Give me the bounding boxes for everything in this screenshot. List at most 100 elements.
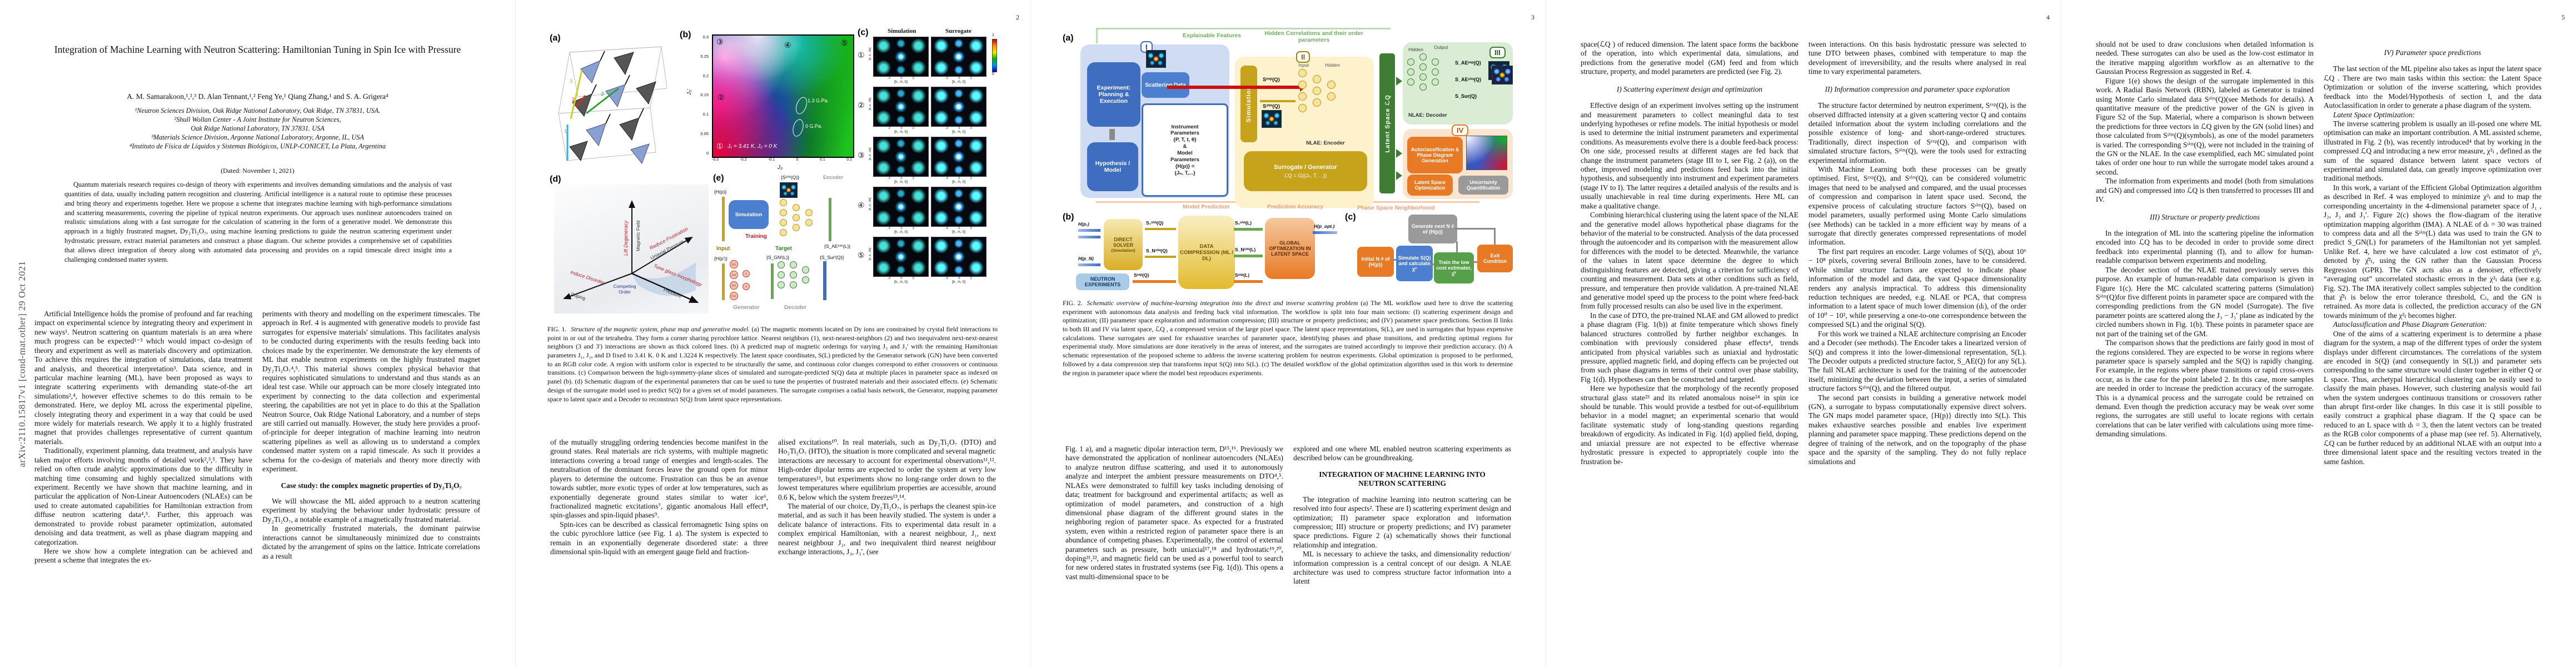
decoder-output-label: Output <box>1434 44 1448 50</box>
decoded-thumbnail-2 <box>1492 66 1513 84</box>
map-marker-2: ② <box>718 93 725 102</box>
scattering-row: ② [k, k, -2k] -2 0 2 [h, -h, 0] -2 0 <box>858 87 991 134</box>
map-x-label: J₃ <box>778 165 783 171</box>
uncertainty-quantification-box: Uncertainty Quantification <box>1458 176 1508 195</box>
exit-condition-box: Exit Condition <box>1477 245 1513 272</box>
scattering-row: ⑤ [k, k, -2k] -2 0 2 [h, -h, 0] -2 0 <box>858 237 991 284</box>
hypothesis-box: Hypothesis / Model <box>1087 142 1138 191</box>
y-tick: 0.1 <box>702 112 709 117</box>
x-label: [h, -h, 0] <box>952 130 965 134</box>
simulation-panel: -2 0 2 [h, -h, 0] <box>873 37 929 84</box>
paper-title: Integration of Machine Learning with Neu… <box>54 44 461 55</box>
paragraph: In the integration of ML into the scatte… <box>2096 229 2314 265</box>
s1l-label: S₁ˢⁱᵐ(L) <box>1235 220 1252 226</box>
decoder-network-icon <box>778 261 809 288</box>
simulation-vertical-box: Simulation <box>1240 66 1257 142</box>
ssimq-label: {Sˢⁱᵐ(Q)} <box>781 175 799 180</box>
hopt-arrow <box>1313 231 1337 234</box>
section-3-badge: III <box>1489 47 1506 58</box>
row-marker: ③ <box>858 151 865 160</box>
fig1-panel-b-label: (b) <box>680 30 691 39</box>
sexpl-label: Sᵉˣᵖ(L) <box>1235 272 1250 278</box>
x-label: [h, -h, 0] <box>952 180 965 184</box>
out1-label: S_AEᵉˣᵖ(Q) <box>1455 60 1481 66</box>
surrogate-panel: -2 0 2 [h, -h, 0] <box>931 187 986 234</box>
paragraph: Spin-ices can be described as classical … <box>550 520 768 556</box>
explainable-feedback-line <box>1096 28 1391 29</box>
input-arrow-1 <box>1078 229 1100 232</box>
prediction-accuracy-label: Prediction Accuracy <box>1267 203 1324 210</box>
paragraph: alised excitations¹⁰. In real materials,… <box>778 438 996 501</box>
paragraph: of the mutually struggling ordering tend… <box>550 438 768 520</box>
paragraph: The decoder section of the NLAE trained … <box>2096 265 2314 338</box>
paragraph: explored and one where ML enabled neutro… <box>1293 445 1511 462</box>
paragraph: We will showcase the ML aided approach t… <box>262 497 480 524</box>
x-tick: -0.1 <box>768 158 775 162</box>
generate-next-box: Generate next N # of {H(p)} <box>1408 215 1457 243</box>
colorbar-max: 1 <box>992 33 994 37</box>
experiment-box: Experiment: Planning & Execution <box>1087 62 1140 127</box>
page1-left-column: Artificial Intelligence holds the promis… <box>34 310 252 658</box>
ssim-thumbnail <box>1262 110 1282 128</box>
data-compression-box: DATA COMPRESSION (ML / DL) <box>1178 216 1235 289</box>
fig2-caption: FIG. 2.Schematic overview of machine-lea… <box>1063 299 1513 377</box>
pressure-13-label: 1.3 G.Pa. <box>808 98 829 103</box>
y-tick: 0.05 <box>700 131 709 137</box>
fig2-caption-text: (a) The ML workflow used here to drive t… <box>1063 299 1513 377</box>
input-hn-label: H(p_N) <box>1078 256 1094 261</box>
paragraph: Combining hierarchical clustering using … <box>1581 211 1798 311</box>
bond-3-label: 3 <box>570 78 573 84</box>
competing-order-label: Competing Order <box>613 283 636 295</box>
out3-label: S_Sur(Q) <box>1455 93 1477 99</box>
surrogate-panel: -2 0 2 [h, -h, 0] <box>931 237 986 284</box>
row-marker: ② <box>858 101 865 110</box>
scattering-row: ③ [k, k, -2k] -2 0 2 [h, -h, 0] -2 0 <box>858 137 991 184</box>
pyrochlore-lattice-icon <box>558 46 667 165</box>
initial-n-box: Initial N # of {H(p)} <box>1357 247 1394 277</box>
x-tick: 0.1 <box>820 158 825 162</box>
affiliations: ¹Neutron Sciences Division, Oak Ridge Na… <box>33 107 482 151</box>
neutron-experiments-box: NEUTRON EXPERIMENTS <box>1076 273 1129 290</box>
out2-label: S_AEˢⁱᵐ(Q) <box>1455 77 1481 82</box>
affiliation-line: Oak Ridge National Laboratory, TN 37831.… <box>191 124 325 132</box>
x-tick: 0.2 <box>846 158 852 162</box>
map-marker-1: ① <box>716 142 724 151</box>
fig1-caption: FIG. 1.Structure of the magnetic system,… <box>547 325 998 404</box>
x-label: [h, -h, 0] <box>952 80 965 84</box>
paragraph: III) Structure or property predictions <box>2150 212 2260 221</box>
simulation-panel: -2 0 2 [h, -h, 0] <box>873 237 929 284</box>
x-tick: -0.2 <box>740 158 747 162</box>
section-4-badge: IV <box>1452 125 1469 136</box>
section-1-badge: I <box>1140 41 1153 53</box>
paragraph: Traditionally, experiment planning, data… <box>34 446 252 546</box>
snq-arrow <box>1145 256 1176 258</box>
flow-arrow-1 <box>1392 259 1396 261</box>
page2-right-column: alised excitations¹⁰. In real materials,… <box>778 438 996 660</box>
hpp-input-bar <box>722 263 725 300</box>
y-tick: 0.25 <box>700 53 709 59</box>
x-tick: -0.3 <box>712 158 719 162</box>
map-marker-4: ④ <box>784 41 791 50</box>
nlae-encoder-label: NLAE: Encoder <box>1306 140 1345 146</box>
page3-right-column: explored and one where ML enabled neutro… <box>1293 445 1511 661</box>
s1q-arrow <box>1145 228 1176 230</box>
page-4: 4 space(ℒQ ) of reduced dimension. The l… <box>1546 0 2061 667</box>
page4-right-column: tween interactions. On this basis hydros… <box>1808 40 2026 657</box>
page5-left-column: should not be used to draw conclusions w… <box>2096 40 2314 657</box>
surrogate-panel: -2 0 2 [h, -h, 0] <box>931 137 986 184</box>
surrogate-panel: -2 0 2 [h, -h, 0] <box>931 87 986 134</box>
hidden-correlations-label: Hidden Correlations and their order para… <box>1264 30 1363 43</box>
hpp-label: {H(p′)} <box>714 256 728 261</box>
arxiv-watermark: arXiv:2110.15817v1 [cond-mat.other] 29 O… <box>17 261 27 467</box>
colorbar <box>992 39 997 72</box>
encoder-network-icon <box>1298 69 1336 112</box>
global-optimization-box: GLOBAL OPTIMIZATION IN LATENT SPACE <box>1265 218 1315 279</box>
scattering-thumbnail <box>1146 50 1166 68</box>
page-number: 2 <box>1016 13 1019 21</box>
scattering-row: ① [k, k, -2k] -2 0 2 [h, -h, 0] -2 0 <box>858 37 991 84</box>
simulation-panel: -2 0 2 [h, -h, 0] <box>873 87 929 134</box>
output-bar <box>823 261 826 300</box>
paragraph: With Machine Learning both these process… <box>1808 165 2026 247</box>
page4-left-column: space(ℒQ ) of reduced dimension. The lat… <box>1581 40 1798 657</box>
